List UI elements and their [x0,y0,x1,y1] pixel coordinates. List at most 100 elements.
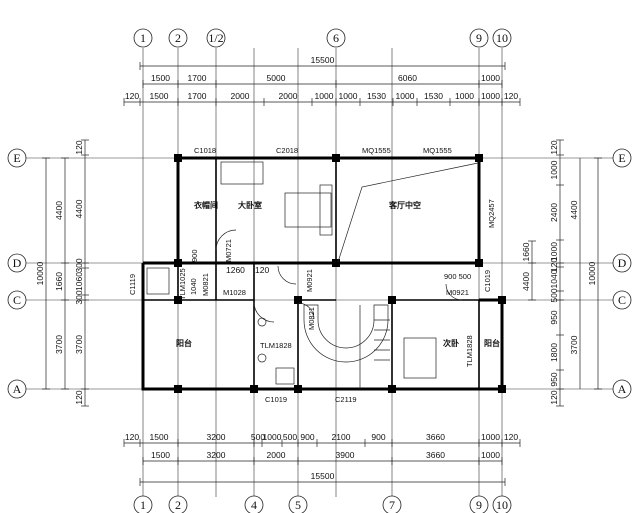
axis-label: 7 [389,498,395,512]
label-mq2457: MQ2457 [487,199,496,228]
label-1260: 1260 [226,265,245,275]
room-balcony-right: 阳台 [484,338,500,348]
room-cloakroom: 衣帽间 [194,200,218,210]
toilet-icon [257,317,267,327]
bed-icon [403,337,437,379]
dimension-value: 4400 [569,200,579,219]
dimension-value: 5000 [267,73,286,83]
axis-bubble: A [7,379,27,399]
dimension-value: 1500 [151,450,170,460]
toilet-icon [257,353,267,363]
bed-icon [284,192,332,228]
dimension-value: 120 [125,91,139,101]
axis-bubble: 4 [244,495,264,513]
dimension-value: 120 [549,390,559,404]
dimension-value: 500 [251,432,265,442]
label-tlm1828-a: TLM1828 [260,341,292,350]
label-900-500: 900 500 [444,272,471,281]
dimension-value: 900 [300,432,314,442]
axis-bubble: 1/2 [206,28,226,48]
dimension-value: 900 [371,432,385,442]
label-m0821-b: M0821 [307,307,316,330]
dimension-value: 3200 [207,450,226,460]
dimension-value: 120 [549,140,559,154]
dimension-value: 1800 [549,343,559,362]
spiral-stair-icon [303,304,389,363]
label-m0721: M0721 [224,239,233,262]
dimension-value: 1000 [455,91,474,101]
axis-bubble: C [612,290,632,310]
axis-label: 9 [476,498,482,512]
dimension-value: 1500 [151,73,170,83]
axis-label: 9 [476,31,482,45]
dimension-value: 1060 [74,272,84,291]
dimension-value: 1000 [481,73,500,83]
dimension-value: 2000 [231,91,250,101]
axis-bubble: C [7,290,27,310]
axis-label: D [13,256,22,270]
axis-bubble: 9 [469,28,489,48]
axis-bubble: A [612,379,632,399]
dimension-value: 3900 [336,450,355,460]
axis-bubble: 2 [168,28,188,48]
dimension-value: 2100 [332,432,351,442]
axis-label: C [618,293,626,307]
dimension-value: 1000 [481,432,500,442]
dimension-value: 120 [504,432,518,442]
dimension-value: 120 [125,432,139,442]
axis-label: 2 [175,31,181,45]
room-balcony-left: 阳台 [176,338,192,348]
label-c2018: C2018 [276,146,298,155]
label-m0921-b: M0921 [446,288,469,297]
dimension-value: 300 [74,258,84,272]
dimension-value: 4400 [54,201,64,220]
dimension-value: 1000 [549,160,559,179]
dimension-value: 1700 [188,91,207,101]
dimension-value: 1000 [396,91,415,101]
dimension-value: 15500 [311,55,335,65]
dimension-value: 120 [74,140,84,154]
label-c1018: C1018 [194,146,216,155]
axis-label: 10 [496,31,508,45]
dimension-value: 10000 [35,261,45,285]
dimension-value: 6060 [398,73,417,83]
axis-bubble: 10 [492,28,512,48]
shower-icon [146,267,170,295]
dimension-value: 120 [504,91,518,101]
dimension-value: 1700 [188,73,207,83]
axis-label: 10 [496,498,508,512]
label-c1019-bottom: C1019 [265,395,287,404]
dimension-value: 3660 [426,432,445,442]
dimension-value: 4400 [521,272,531,291]
axis-label: E [13,151,20,165]
label-c2119: C2119 [335,395,357,404]
dimension-value: 1000 [315,91,334,101]
axis-bubble: E [7,148,27,168]
dimension-value: 1660 [54,272,64,291]
axis-bubble: 10 [492,495,512,513]
axis-label: 1 [140,498,146,512]
room-living-void: 客厅中空 [388,200,421,210]
dimension-value: 3700 [74,335,84,354]
dimension-value: 1500 [150,91,169,101]
room-second-bedroom: 次卧 [443,338,459,348]
axis-bubble: D [612,253,632,273]
dimension-value: 1000 [549,242,559,261]
furniture [146,161,479,389]
dimension-value: 2000 [267,450,286,460]
dimension-value: 1000 [481,450,500,460]
label-1040: 1040 [189,278,198,295]
dimension-value: 1660 [521,242,531,261]
axis-label: 4 [251,498,257,512]
dimension-value: 1040 [549,269,559,288]
label-mq1555-a: MQ1555 [362,146,391,155]
axis-label: 2 [175,498,181,512]
dimension-value: 3660 [426,450,445,460]
label-tlm1025: TLM1025 [178,268,187,300]
axis-label: E [618,151,625,165]
axis-bubble: 9 [469,495,489,513]
axis-bubble: 1 [133,28,153,48]
dimension-value: 1530 [424,91,443,101]
